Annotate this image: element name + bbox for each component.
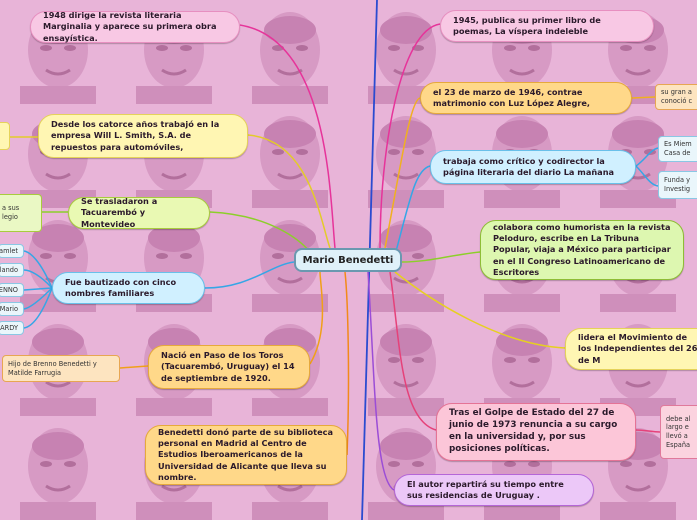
leaf-traslado-cut[interactable]: a sus legio	[0, 194, 42, 232]
node-golpe-estado[interactable]: Tras el Golpe de Estado del 27 de junio …	[436, 403, 636, 461]
central-topic[interactable]: Mario Benedetti	[294, 248, 402, 272]
leaf-traslado-line1: a sus	[2, 204, 20, 213]
node-1948-marginalia[interactable]: 1948 dirige la revista literaria Margina…	[30, 10, 240, 43]
leaf-miembro[interactable]: Es Miem Casa de	[658, 136, 697, 162]
node-1945-poemas[interactable]: 1945, publica su primer libro de poemas,…	[440, 10, 654, 42]
node-critico[interactable]: trabaja como crítico y codirector la pág…	[430, 150, 636, 184]
name-hardy[interactable]: HARDY	[0, 321, 24, 335]
node-matrimonio[interactable]: el 23 de marzo de 1946, contrae matrimon…	[420, 82, 632, 114]
leaf-catorce-cut[interactable]	[0, 122, 10, 150]
node-traslado[interactable]: Se trasladaron a Tacuarembó y Montevideo	[68, 196, 210, 229]
name-mario[interactable]: Mario	[0, 302, 24, 316]
name-orlando[interactable]: orlando	[0, 263, 24, 277]
node-residencias[interactable]: El autor repartirá su tiempo entre sus r…	[394, 474, 594, 506]
leaf-padres[interactable]: Hijo de Brenno Benedetti y Matilde Farru…	[2, 355, 120, 382]
node-movimiento[interactable]: lidera el Movimiento de los Independient…	[565, 328, 697, 370]
name-hamlet[interactable]: Hamlet	[0, 244, 24, 258]
node-bautizado[interactable]: Fue bautizado con cinco nombres familiar…	[52, 272, 205, 304]
leaf-traslado-line2: legio	[2, 213, 18, 221]
node-biblioteca[interactable]: Benedetti donó parte de su biblioteca pe…	[145, 425, 347, 485]
leaf-gran-amor[interactable]: su gran a conoció c	[655, 84, 697, 110]
leaf-funda[interactable]: Funda y Investig	[658, 171, 697, 199]
leaf-exilio[interactable]: debe al largo e llevó a España	[660, 405, 697, 459]
node-catorce-anos[interactable]: Desde los catorce años trabajó en la emp…	[38, 114, 248, 158]
node-nacio[interactable]: Nació en Paso de los Toros (Tacuarembó, …	[148, 345, 310, 389]
name-brenno[interactable]: BRENNO	[0, 283, 24, 297]
node-humorista[interactable]: colabora como humorista en la revista Pe…	[480, 220, 684, 280]
